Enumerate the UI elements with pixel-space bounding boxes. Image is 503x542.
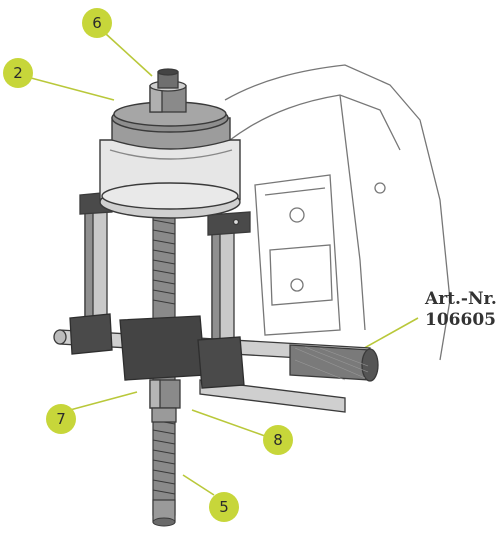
callout-5: 5 [209, 492, 239, 522]
callout-2-label: 2 [13, 64, 23, 82]
vehicle-part-sketch [224, 64, 451, 361]
callout-6-label: 6 [92, 14, 102, 32]
article-number: Art.-Nr. 106605 [425, 289, 497, 331]
article-number-label: Art.-Nr. [425, 289, 497, 309]
callout-2: 2 [3, 58, 33, 88]
callout-8-label: 8 [273, 431, 283, 449]
top-hex-nut [149, 68, 187, 113]
callout-5-label: 5 [219, 498, 229, 516]
lower-hex-nut [149, 379, 181, 423]
callout-7-label: 7 [56, 410, 66, 428]
callout-7: 7 [46, 404, 76, 434]
article-number-value: 106605 [425, 310, 496, 330]
callout-6: 6 [82, 8, 112, 38]
callout-8: 8 [263, 425, 293, 455]
pressure-bell [99, 101, 241, 219]
puller-legs [79, 191, 251, 359]
clamp-blocks [69, 313, 245, 389]
